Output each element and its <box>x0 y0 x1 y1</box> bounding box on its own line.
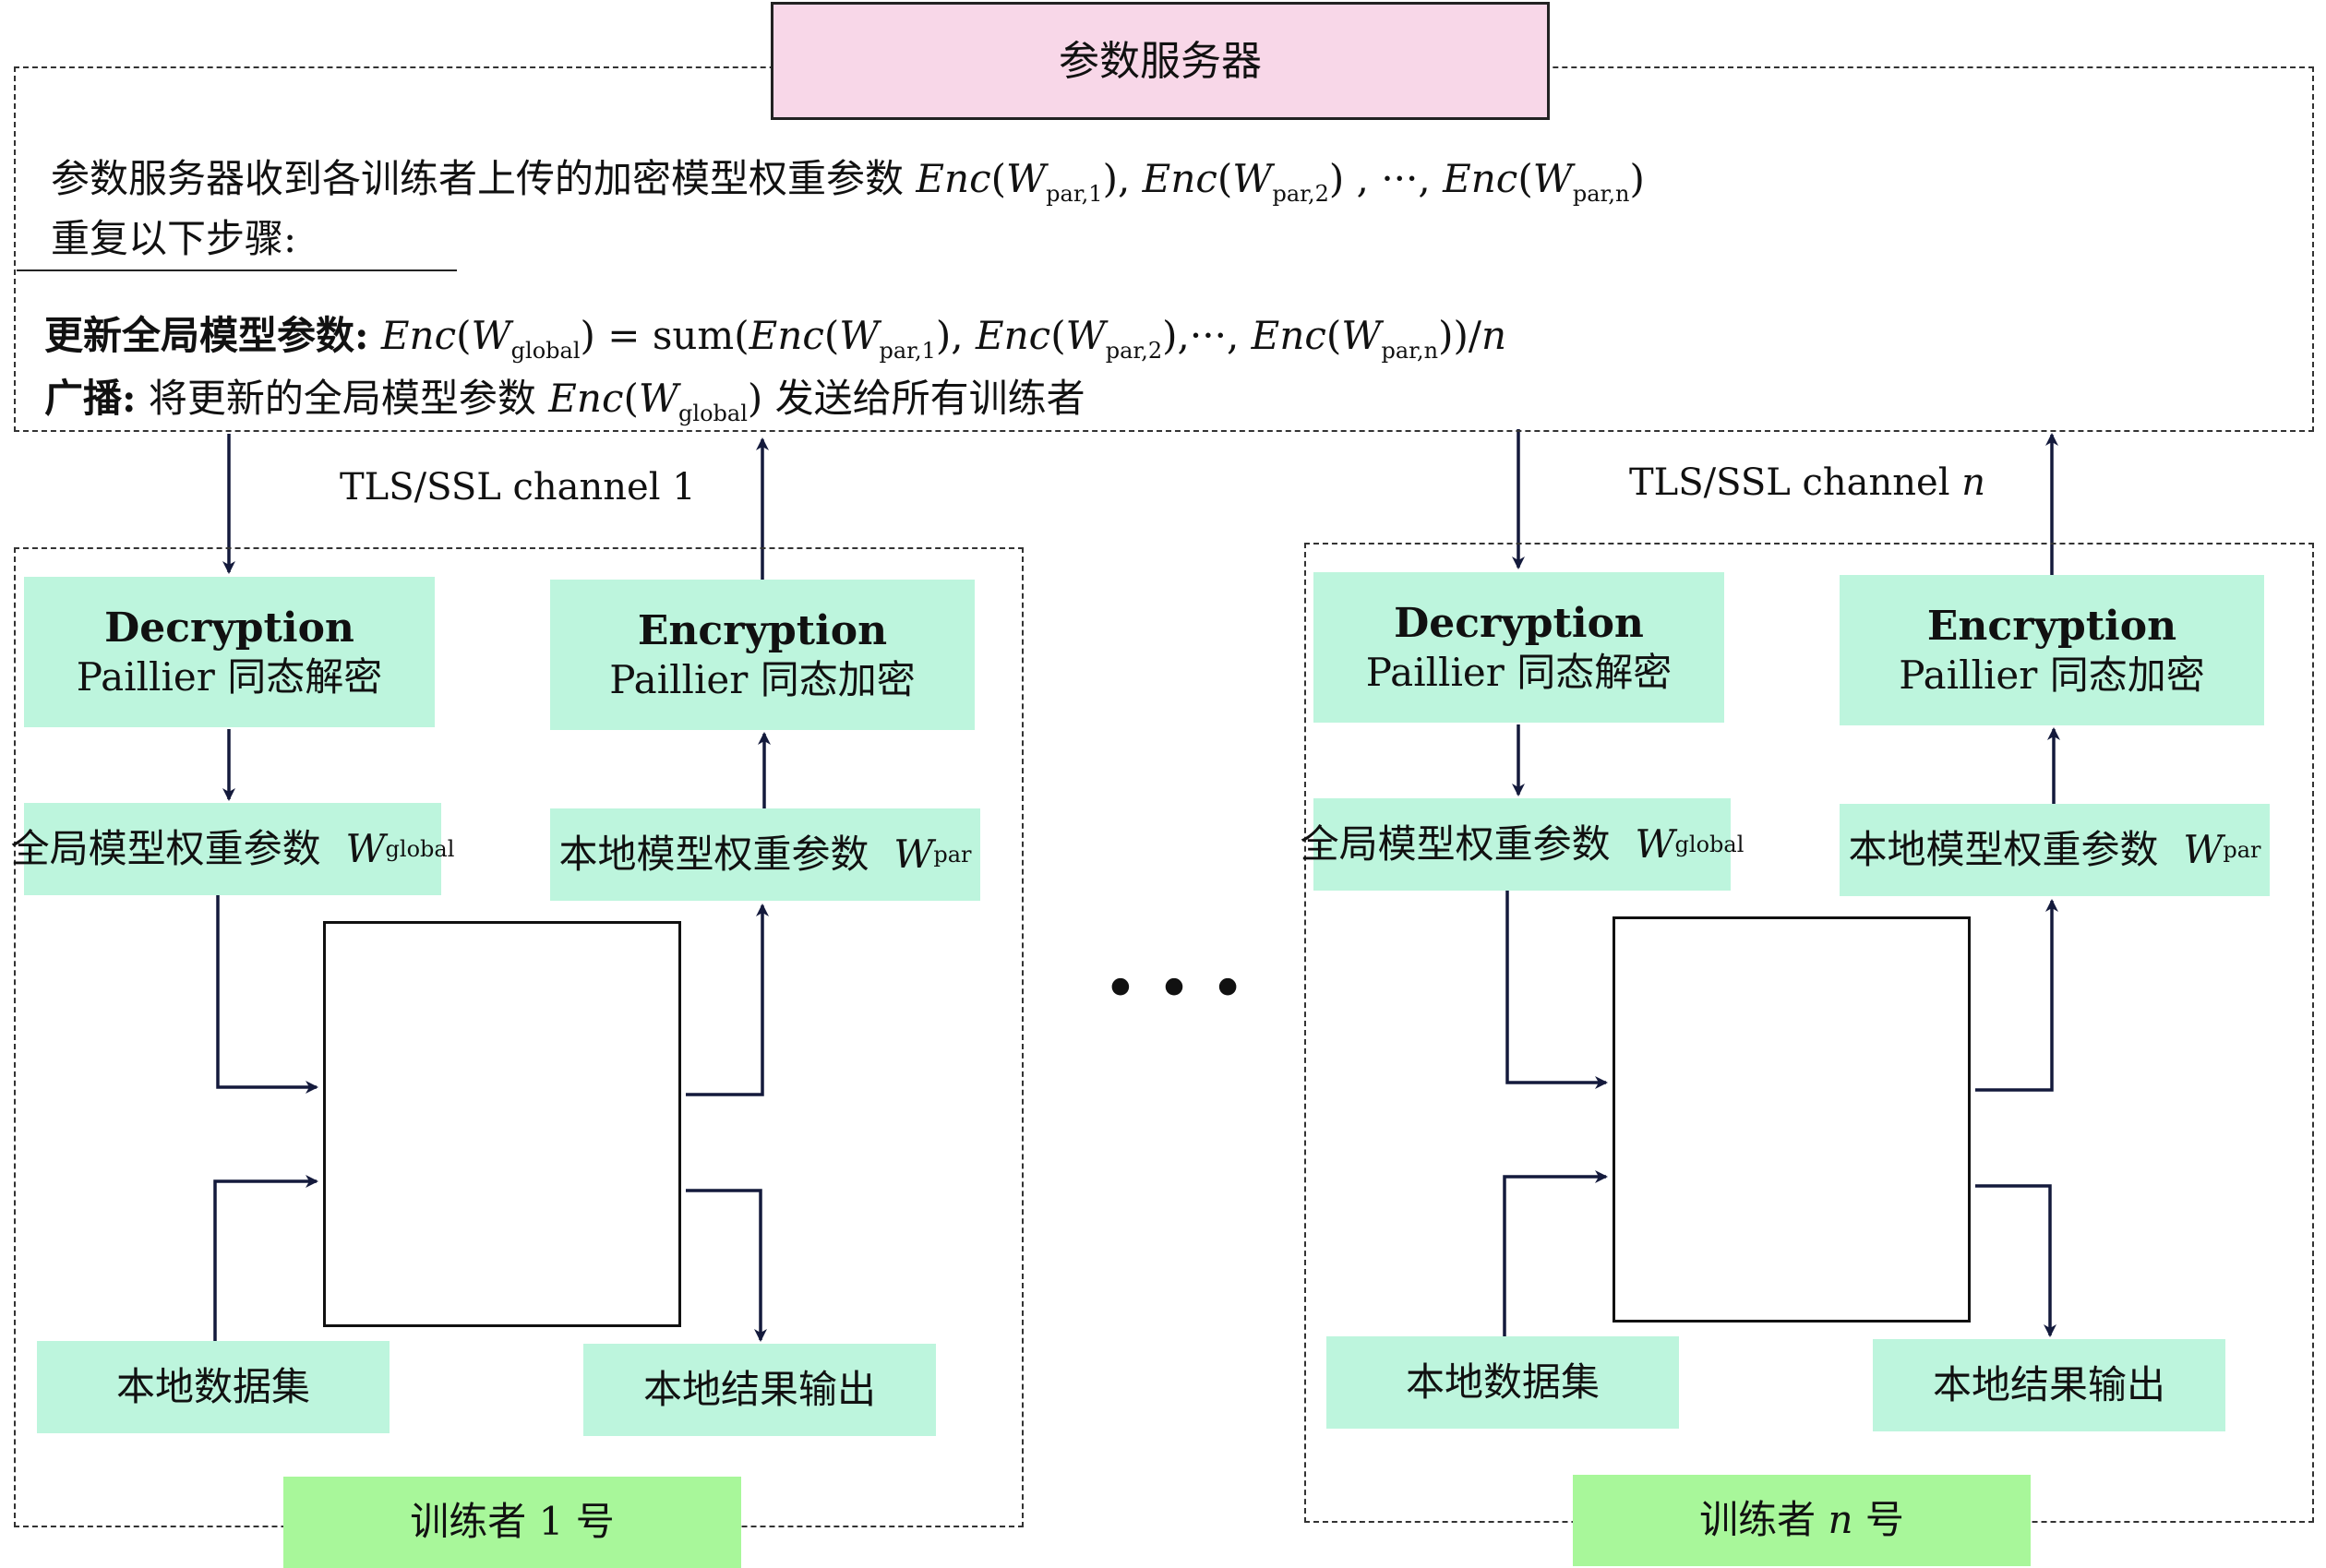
trainer-n-encryption-box: Encryption Paillier 同态加密 <box>1840 575 2264 725</box>
server-title: 参数服务器 <box>1059 37 1262 85</box>
encryption-title: Encryption <box>637 606 888 654</box>
trainer-1-arrow-network-to-local <box>686 904 769 1096</box>
decryption-subtitle: Paillier 同态解密 <box>1365 649 1673 695</box>
server-title-box: 参数服务器 <box>771 2 1550 120</box>
decryption-title: Decryption <box>1394 599 1644 647</box>
trainer-1-arrow-network-to-output <box>686 1189 767 1342</box>
trainer-1-arrow-dataset-to-network <box>213 1175 318 1341</box>
encryption-subtitle: Paillier 同态加密 <box>609 656 916 702</box>
server-divider <box>17 269 457 271</box>
trainer-n-arrow-global-to-network <box>1505 891 1608 1089</box>
trainer-n-dataset-box: 本地数据集 <box>1326 1336 1679 1429</box>
server-update-step: 更新全局模型参数: Enc(Wglobal) = sum(Enc(Wpar,1)… <box>44 313 1507 364</box>
trainer-n-decryption-box: Decryption Paillier 同态解密 <box>1313 572 1724 723</box>
encryption-subtitle: Paillier 同态加密 <box>1899 652 2205 698</box>
channel-1-label: TLS/SSL channel 1 <box>340 466 696 509</box>
decryption-subtitle: Paillier 同态解密 <box>76 653 383 700</box>
trainer-1-encryption-box: Encryption Paillier 同态加密 <box>550 580 975 730</box>
trainer-1-label-box: 训练者 1 号 <box>283 1477 741 1568</box>
trainers-ellipsis: • • • <box>1103 955 1245 1023</box>
decryption-title: Decryption <box>104 604 354 652</box>
server-line-1: 参数服务器收到各训练者上传的加密模型权重参数 Enc(Wpar,1), Enc(… <box>51 156 1645 207</box>
trainer-1-arrow-global-to-network <box>216 895 318 1094</box>
server-broadcast-step: 广播: 将更新的全局模型参数 Enc(Wglobal) 发送给所有训练者 <box>44 376 1085 426</box>
encryption-title: Encryption <box>1926 602 2177 650</box>
trainer-1-decryption-box: Decryption Paillier 同态解密 <box>24 577 435 727</box>
trainer-1-dataset-box: 本地数据集 <box>37 1341 390 1433</box>
trainer-n-arrow-dataset-to-network <box>1503 1170 1608 1336</box>
trainer-1-network-box <box>323 921 681 1327</box>
server-line-2: 重复以下步骤: <box>51 216 297 261</box>
trainer-n-arrow-network-to-output <box>1975 1184 2056 1337</box>
trainer-n-network-box <box>1613 916 1971 1323</box>
trainer-n-arrow-network-to-local <box>1975 899 2058 1092</box>
trainer-1-output-box: 本地结果输出 <box>583 1344 936 1436</box>
trainer-n-output-box: 本地结果输出 <box>1873 1339 2225 1431</box>
channel-n-label: TLS/SSL channel n <box>1629 461 1985 504</box>
flow-arrows <box>213 429 2060 1342</box>
trainer-n-label-box: 训练者 n 号 <box>1573 1475 2031 1566</box>
